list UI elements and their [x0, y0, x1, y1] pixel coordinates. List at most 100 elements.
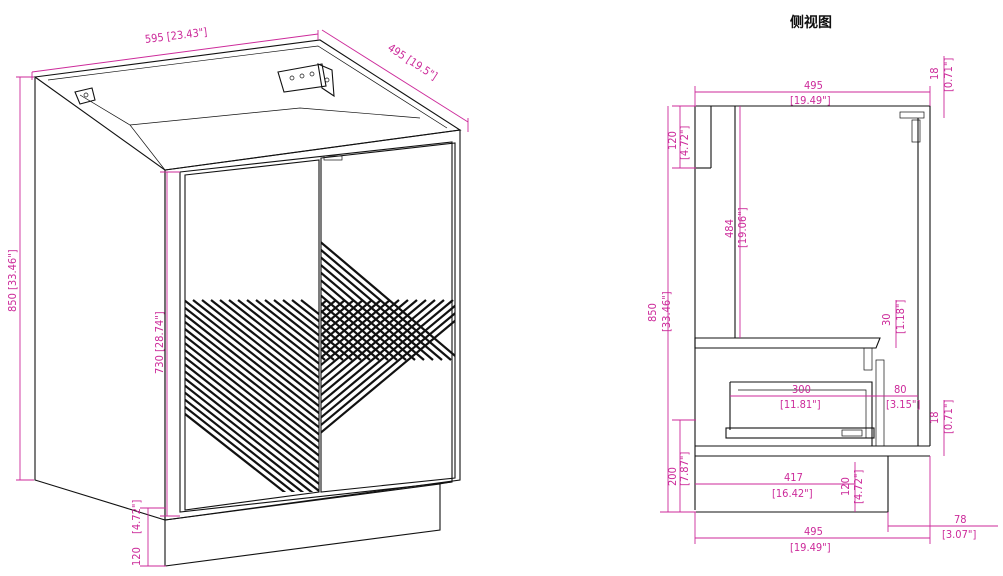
door-slat — [321, 304, 455, 419]
door-slat — [249, 0, 509, 160]
door-slat — [0, 140, 172, 360]
svg-text:[0.71"]: [0.71"] — [942, 400, 955, 434]
door-slat — [321, 319, 455, 434]
door-slat — [56, 140, 316, 360]
door-slat — [185, 363, 319, 472]
isometric-cabinet — [0, 0, 689, 567]
iso-dimension-plinth: [4.72"] 120 — [130, 500, 166, 567]
svg-text:[1.18"]: [1.18"] — [894, 300, 907, 334]
door-slat — [15, 300, 255, 500]
side-view-title: 侧视图 — [790, 14, 832, 31]
door-slat — [185, 299, 319, 408]
side-dim-30: 30 [1.18"] — [880, 300, 907, 348]
door-slat — [255, 299, 319, 351]
door-slat — [186, 0, 446, 160]
door-slat — [240, 0, 500, 160]
door-slat — [321, 299, 418, 382]
door-slat — [321, 355, 326, 361]
door-slat — [185, 348, 319, 457]
side-dim-200: 200 [7.87"] — [666, 419, 696, 512]
door-slat — [185, 398, 305, 492]
door-slat — [321, 332, 353, 361]
door-slat — [159, 0, 419, 160]
svg-text:850: 850 — [646, 303, 659, 322]
door-slat — [201, 299, 319, 394]
door-slat — [24, 300, 264, 500]
svg-text:120: 120 — [666, 131, 679, 150]
svg-text:484: 484 — [723, 219, 736, 238]
svg-text:495 [19.5"]: 495 [19.5"] — [385, 41, 439, 83]
door-slat — [204, 0, 464, 160]
door-slat — [185, 313, 319, 422]
iso-dimension-height: 850 [33.46"] — [6, 76, 34, 481]
door-slat — [185, 412, 287, 492]
door-right — [0, 140, 456, 500]
door-slat — [402, 0, 662, 160]
door-slat — [114, 0, 374, 160]
door-left — [60, 0, 689, 511]
door-slat — [123, 0, 383, 160]
door-slat — [0, 140, 163, 360]
side-view — [694, 105, 931, 513]
svg-text:200: 200 — [666, 467, 679, 486]
door-slat — [185, 306, 319, 415]
door-slat — [246, 299, 319, 358]
door-slat — [411, 0, 671, 160]
svg-text:[16.42"]: [16.42"] — [772, 487, 813, 500]
door-slat — [96, 0, 356, 160]
svg-text:730 [28.74"]: 730 [28.74"] — [153, 311, 166, 374]
side-dim-417: 417 [16.42"] — [695, 471, 855, 500]
door-slat — [321, 299, 427, 389]
svg-text:30: 30 — [880, 313, 893, 326]
iso-dimension-door-height: 730 [28.74"] — [153, 171, 180, 517]
door-slat — [185, 355, 319, 465]
door-slat — [38, 140, 298, 360]
door-slat — [321, 299, 436, 397]
door-slat — [185, 391, 314, 492]
svg-text:18: 18 — [928, 411, 941, 424]
door-slat — [429, 0, 689, 160]
svg-text:495: 495 — [804, 525, 823, 538]
side-dim-300: 300 [11.81"] — [730, 383, 872, 411]
door-slat — [0, 140, 127, 360]
door-slat — [312, 0, 572, 160]
svg-text:[4.72"]: [4.72"] — [130, 500, 143, 534]
svg-text:18: 18 — [928, 67, 941, 80]
side-dim-850: 850 [33.46"] — [646, 106, 696, 513]
door-slat — [0, 140, 145, 360]
door-slat — [357, 0, 617, 160]
side-dim-484: 484 [19.06"] — [723, 106, 749, 338]
door-slat — [185, 377, 319, 486]
side-dim-120: 120 [4.72"] — [666, 105, 696, 169]
door-slat — [0, 140, 208, 360]
side-dim-18b: 18 [0.71"] — [928, 400, 955, 456]
svg-text:417: 417 — [784, 471, 803, 484]
svg-text:300: 300 — [792, 383, 811, 396]
door-slat — [185, 327, 319, 436]
door-slat — [321, 299, 409, 374]
svg-text:[0.71"]: [0.71"] — [942, 58, 955, 92]
door-slat — [228, 299, 319, 373]
door-slat — [47, 140, 307, 360]
svg-text:80: 80 — [894, 383, 907, 396]
door-slat — [237, 299, 319, 366]
svg-text:78: 78 — [954, 513, 967, 526]
door-slat — [0, 140, 154, 360]
door-slat — [132, 0, 392, 160]
side-dim-top-depth: 495 [19.49"] — [694, 79, 931, 107]
svg-text:[3.15"]: [3.15"] — [886, 398, 920, 411]
door-slat — [0, 140, 199, 360]
side-dim-80: 80 [3.15"] — [872, 383, 920, 411]
svg-text:595 [23.43"]: 595 [23.43"] — [144, 25, 208, 46]
door-slat — [222, 0, 482, 160]
door-slat — [60, 0, 320, 160]
side-dim-120b: 120 [4.72"] — [839, 462, 865, 512]
svg-text:[19.49"]: [19.49"] — [790, 94, 831, 107]
door-slat — [185, 384, 319, 492]
svg-text:[19.49"]: [19.49"] — [790, 541, 831, 554]
door-slat — [20, 140, 280, 360]
svg-text:[7.87"]: [7.87"] — [678, 452, 691, 486]
door-slat — [177, 0, 437, 160]
door-slat — [339, 0, 599, 160]
